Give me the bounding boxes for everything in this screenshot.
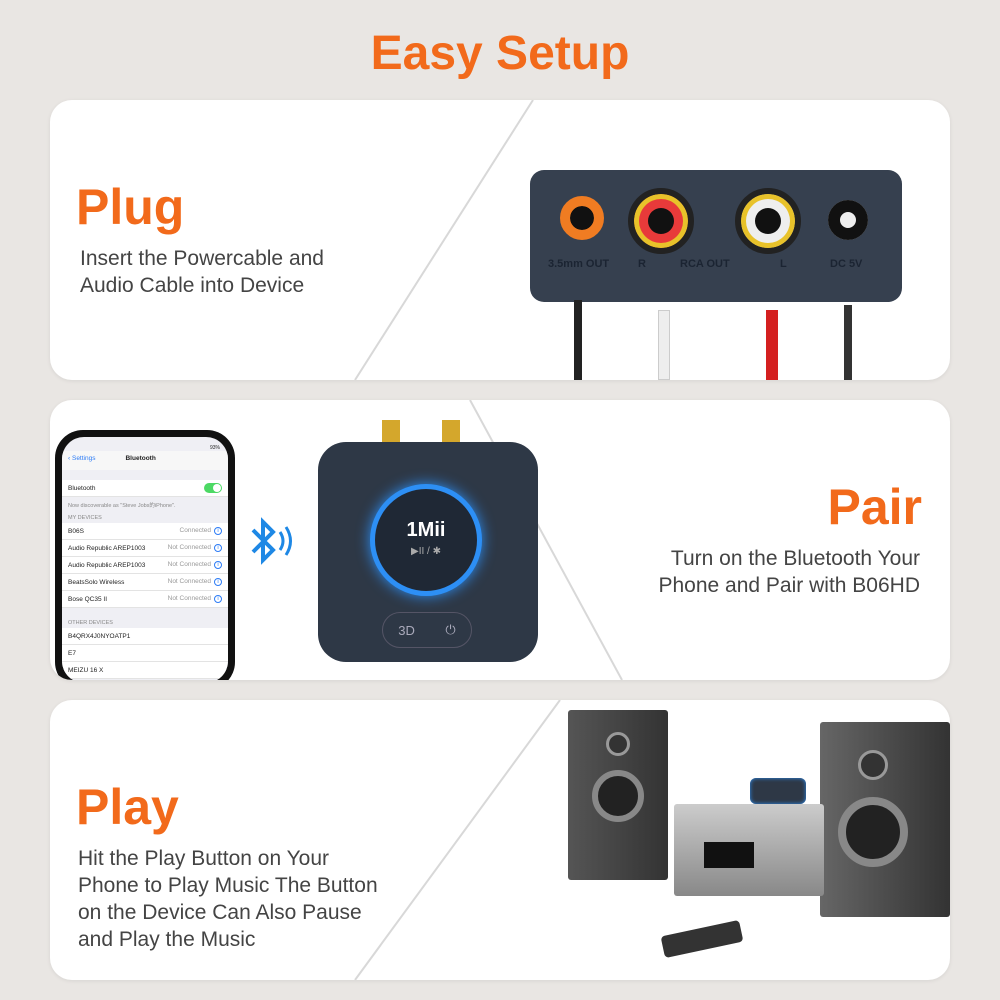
white-rca-cable	[658, 310, 670, 380]
device-status: Connected	[179, 527, 211, 534]
step-description: Turn on the Bluetooth Your Phone and Pai…	[659, 545, 921, 599]
play-label: ▶II / ✱	[411, 546, 441, 557]
device-status: Not Connected	[167, 578, 211, 585]
woofer-icon	[592, 770, 644, 822]
step-description: Hit the Play Button on Your Phone to Pla…	[78, 845, 378, 953]
device-name: Bose QC35 II	[68, 595, 108, 603]
right-speaker	[820, 722, 950, 917]
text-line: and Play the Music	[78, 928, 256, 951]
device-status: Not Connected	[167, 595, 211, 602]
bluetooth-toggle[interactable]	[204, 483, 222, 493]
bluetooth-icon	[251, 517, 292, 565]
diagonal-divider	[354, 100, 534, 380]
rca-plug-icon	[382, 420, 400, 444]
nav-bar: ‹ Settings Bluetooth	[62, 451, 228, 470]
power-cable	[844, 305, 852, 380]
phone: 93% ‹ Settings Bluetooth Bluetooth Now d…	[55, 430, 235, 680]
receiver-back-panel: 3.5mm OUT R RCA OUT L DC 5V	[530, 170, 902, 302]
status-bar: 93%	[62, 437, 228, 451]
left-speaker	[568, 710, 668, 880]
power-button[interactable]: ⏻	[445, 622, 456, 637]
tweeter-icon	[858, 750, 888, 780]
screen-title: Bluetooth	[125, 455, 156, 462]
step-description: Insert the Powercable and Audio Cable in…	[80, 245, 324, 299]
receiver-on-stereo	[750, 778, 806, 804]
device-name: Audio Republic AREP1003	[68, 544, 146, 552]
rca-left-jack-icon	[735, 188, 801, 254]
dc-label: DC 5V	[830, 258, 863, 270]
device-name: E7	[68, 649, 76, 657]
device-row[interactable]: E7	[62, 645, 228, 662]
step-card-play: Play Hit the Play Button on Your Phone t…	[50, 700, 950, 980]
bluetooth-receiver: 1Mii ▶II / ✱ 3D ⏻	[318, 442, 538, 662]
bluetooth-toggle-row: Bluetooth	[62, 480, 228, 497]
woofer-icon	[838, 797, 908, 867]
dc-jack-icon	[828, 200, 868, 240]
other-devices-header: OTHER DEVICES	[68, 620, 113, 626]
device-name: BeatsSolo Wireless	[68, 578, 125, 586]
info-icon[interactable]: i	[214, 578, 222, 586]
step-card-plug: Plug Insert the Powercable and Audio Cab…	[50, 100, 950, 380]
r-label: R	[638, 258, 646, 270]
aux-label: 3.5mm OUT	[548, 258, 610, 270]
stereo-system	[674, 804, 824, 896]
bluetooth-label: Bluetooth	[68, 484, 96, 492]
info-icon[interactable]: i	[214, 544, 222, 552]
device-status: Not Connected	[167, 544, 211, 551]
device-status: Not Connected	[167, 561, 211, 568]
text-line: on the Device Can Also Pause	[78, 901, 362, 924]
back-label: Settings	[71, 455, 96, 462]
device-row[interactable]: B4QRX4J0NYOATP1	[62, 628, 228, 645]
text-line: Insert the Powercable and	[80, 247, 324, 270]
diagonal-divider	[354, 700, 561, 980]
aux-jack-icon	[560, 196, 604, 240]
step-heading: Plug	[76, 179, 185, 235]
device-name: MEIZU 16 X	[68, 666, 104, 674]
play-pause-button[interactable]: 1Mii ▶II / ✱	[370, 484, 482, 596]
device-name: B06S	[68, 527, 84, 535]
step-heading: Pair	[827, 479, 922, 535]
bluetooth-settings-screen: 93% ‹ Settings Bluetooth Bluetooth Now d…	[62, 437, 228, 680]
step-heading: Play	[76, 779, 179, 835]
l-label: L	[780, 258, 787, 270]
3d-button[interactable]: 3D	[398, 622, 415, 638]
text-line: Audio Cable into Device	[80, 274, 305, 297]
info-icon[interactable]: i	[214, 595, 222, 603]
device-name: B4QRX4J0NYOATP1	[68, 632, 131, 640]
step-card-pair: 93% ‹ Settings Bluetooth Bluetooth Now d…	[50, 400, 950, 680]
page-title: Easy Setup	[370, 27, 630, 80]
discoverable-note: Now discoverable as "Steve Jobs的iPhone".	[68, 503, 176, 509]
my-devices-header: MY DEVICES	[68, 515, 102, 521]
battery-level: 93%	[209, 445, 220, 451]
rca-label: RCA OUT	[680, 258, 730, 270]
text-line: Phone to Play Music The Button	[78, 874, 378, 897]
rca-right-jack-icon	[628, 188, 694, 254]
info-icon[interactable]: i	[214, 561, 222, 569]
text-line: Phone and Pair with B06HD	[658, 574, 921, 597]
text-line: Turn on the Bluetooth Your	[670, 547, 920, 570]
aux-cable	[574, 300, 582, 380]
device-row[interactable]: MEIZU 16 X	[62, 662, 228, 679]
red-rca-cable	[766, 310, 778, 380]
back-button[interactable]: ‹ Settings	[68, 455, 96, 462]
text-line: Hit the Play Button on Your	[78, 847, 330, 870]
tweeter-icon	[606, 732, 630, 756]
control-pill: 3D ⏻	[382, 612, 472, 648]
device-name: Audio Republic AREP1003	[68, 561, 146, 569]
info-icon[interactable]: i	[214, 527, 222, 535]
brand-logo: 1Mii	[406, 519, 446, 541]
stereo-display	[704, 842, 754, 868]
rca-plug-icon	[442, 420, 460, 444]
